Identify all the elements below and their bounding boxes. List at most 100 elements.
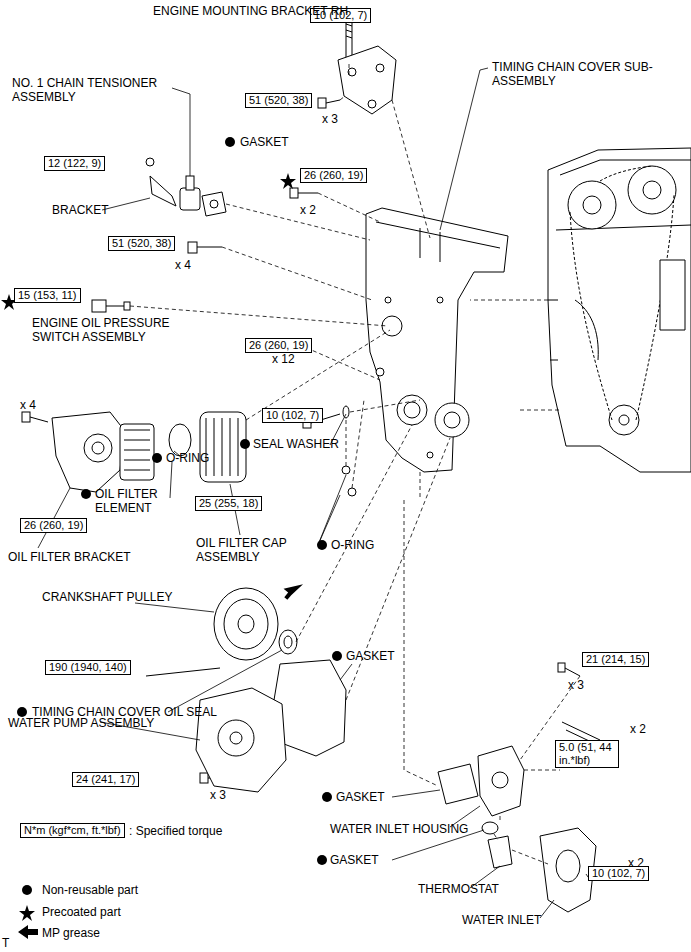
part-label: ENGINE MOUNTING BRACKET RH: [153, 4, 348, 18]
quantity-label: x 4: [20, 398, 36, 412]
part-label: NO. 1 CHAIN TENSIONER ASSEMBLY: [12, 76, 172, 104]
part-label: GASKET: [346, 649, 395, 663]
oil-filter-parts: [206, 418, 238, 476]
torque-box: 15 (153, 11): [14, 288, 81, 303]
leader-lines: [392, 100, 430, 238]
oil-filter-parts: [52, 412, 124, 492]
quantity-label: x 3: [210, 788, 226, 802]
torque-box: 12 (122, 9): [44, 156, 105, 171]
part-label: TIMING CHAIN COVER SUB-ASSEMBLY: [492, 60, 667, 88]
pulley-and-seal: [238, 615, 254, 633]
bolts: [106, 306, 124, 307]
legend-text: : Specified torque: [129, 824, 222, 838]
water-pump: [196, 688, 286, 792]
leader-solid: [170, 462, 172, 498]
label-text: O-RING: [331, 538, 374, 552]
part-label: T: [2, 936, 9, 950]
legend-entry: MP grease: [42, 926, 100, 940]
grease-arrows: [18, 925, 38, 939]
timing-chain-cover: [397, 395, 427, 425]
non-reusable-dots: [317, 855, 327, 865]
leader-lines: [296, 425, 412, 642]
bolts: [298, 193, 318, 194]
label-text: WATER PUMP ASSEMBLY: [8, 716, 154, 730]
legend-entry: Non-reusable part: [42, 883, 138, 897]
non-reusable-dots: [17, 137, 342, 895]
torque-legend-box: N*m (kgf*cm, ft.*lbf): [20, 823, 125, 838]
quantity-label: x 2: [630, 722, 646, 736]
bolts: [22, 412, 30, 422]
oil-filter-parts: [52, 412, 246, 492]
torque-box: 190 (1940, 140): [45, 660, 131, 675]
label-text: O-RING: [166, 451, 209, 465]
label-text: GASKET: [330, 853, 379, 867]
torque-box: 26 (260, 19): [245, 338, 312, 353]
legend-text: Non-reusable part: [42, 883, 138, 897]
bolts: [290, 188, 298, 198]
water-inlet-parts: [482, 822, 498, 834]
oil-filter-parts: [120, 424, 154, 480]
water-inlet-parts: [488, 836, 512, 868]
bolts: [343, 406, 349, 418]
pulley-and-seal: [146, 668, 220, 676]
tensioner: [150, 176, 176, 206]
torque-box: 10 (102, 7): [262, 408, 323, 423]
label-text: x 4: [20, 398, 36, 412]
torque-value: 21 (214, 15): [586, 653, 645, 665]
label-text: ENGINE OIL PRESSURE SWITCH ASSEMBLY: [32, 316, 170, 344]
engine-block: [548, 300, 558, 360]
quantity-label: x 2: [628, 856, 644, 870]
tensioner: [180, 188, 200, 210]
label-text: x 3: [322, 112, 338, 126]
quantity-label: x 3: [322, 112, 338, 126]
torque-value: 26 (260, 19): [24, 519, 83, 531]
timing-chain-cover: [366, 208, 508, 472]
engine-block: [619, 415, 629, 425]
engine-block: [568, 181, 616, 229]
label-text: T: [2, 936, 9, 950]
leader-lines: [404, 500, 438, 786]
part-label: SEAL WASHER: [253, 437, 339, 451]
tensioner: [210, 200, 218, 208]
quantity-label: x 2: [300, 203, 316, 217]
label-text: OIL FILTER CAP ASSEMBLY: [196, 536, 286, 564]
bolts: [188, 242, 197, 253]
label-text: x 2: [630, 722, 646, 736]
timing-chain-cover: [385, 297, 391, 303]
torque-box: 51 (520, 38): [108, 236, 175, 251]
oil-filter-parts: [200, 412, 246, 482]
leader-lines: [494, 816, 548, 864]
o-rings: [348, 488, 356, 496]
pulley-and-seal: [284, 636, 292, 648]
non-reusable-dots: [17, 707, 27, 717]
pulley-and-seal: [224, 599, 268, 649]
part-label: OIL FILTER CAP ASSEMBLY: [196, 536, 301, 564]
torque-box: 21 (214, 15): [582, 652, 649, 667]
torque-box: 26 (260, 19): [20, 518, 87, 533]
water-pump: [218, 720, 254, 756]
leader-lines: [420, 472, 421, 500]
water-inlet-parts: [438, 764, 478, 804]
torque-value: 5.0 (51, 44 in.*lbf): [559, 741, 612, 766]
quantity-label: x 12: [272, 352, 295, 366]
engine-block: [660, 260, 685, 330]
engine-block: [548, 148, 691, 472]
leader-lines: [318, 193, 380, 222]
label-text: WATER INLET: [462, 913, 541, 927]
torque-value: 25 (255, 18): [199, 497, 258, 509]
oil-filter-parts: [124, 430, 150, 470]
leader-solid: [340, 664, 352, 680]
timing-chain-cover: [444, 412, 460, 428]
label-text: GASKET: [336, 790, 385, 804]
label-text: x 3: [568, 678, 584, 692]
timing-chain-cover: [435, 403, 469, 437]
bolts: [326, 100, 340, 103]
torque-value: 26 (260, 19): [249, 339, 308, 351]
leader-solid: [440, 68, 488, 230]
label-text: OIL FILTER BRACKET: [8, 550, 131, 564]
water-pump: [230, 732, 242, 744]
leader-lines: [524, 770, 560, 771]
torque-value: 51 (520, 38): [112, 237, 171, 249]
quantity-label: x 3: [568, 678, 584, 692]
part-label: THERMOSTAT: [418, 882, 499, 896]
